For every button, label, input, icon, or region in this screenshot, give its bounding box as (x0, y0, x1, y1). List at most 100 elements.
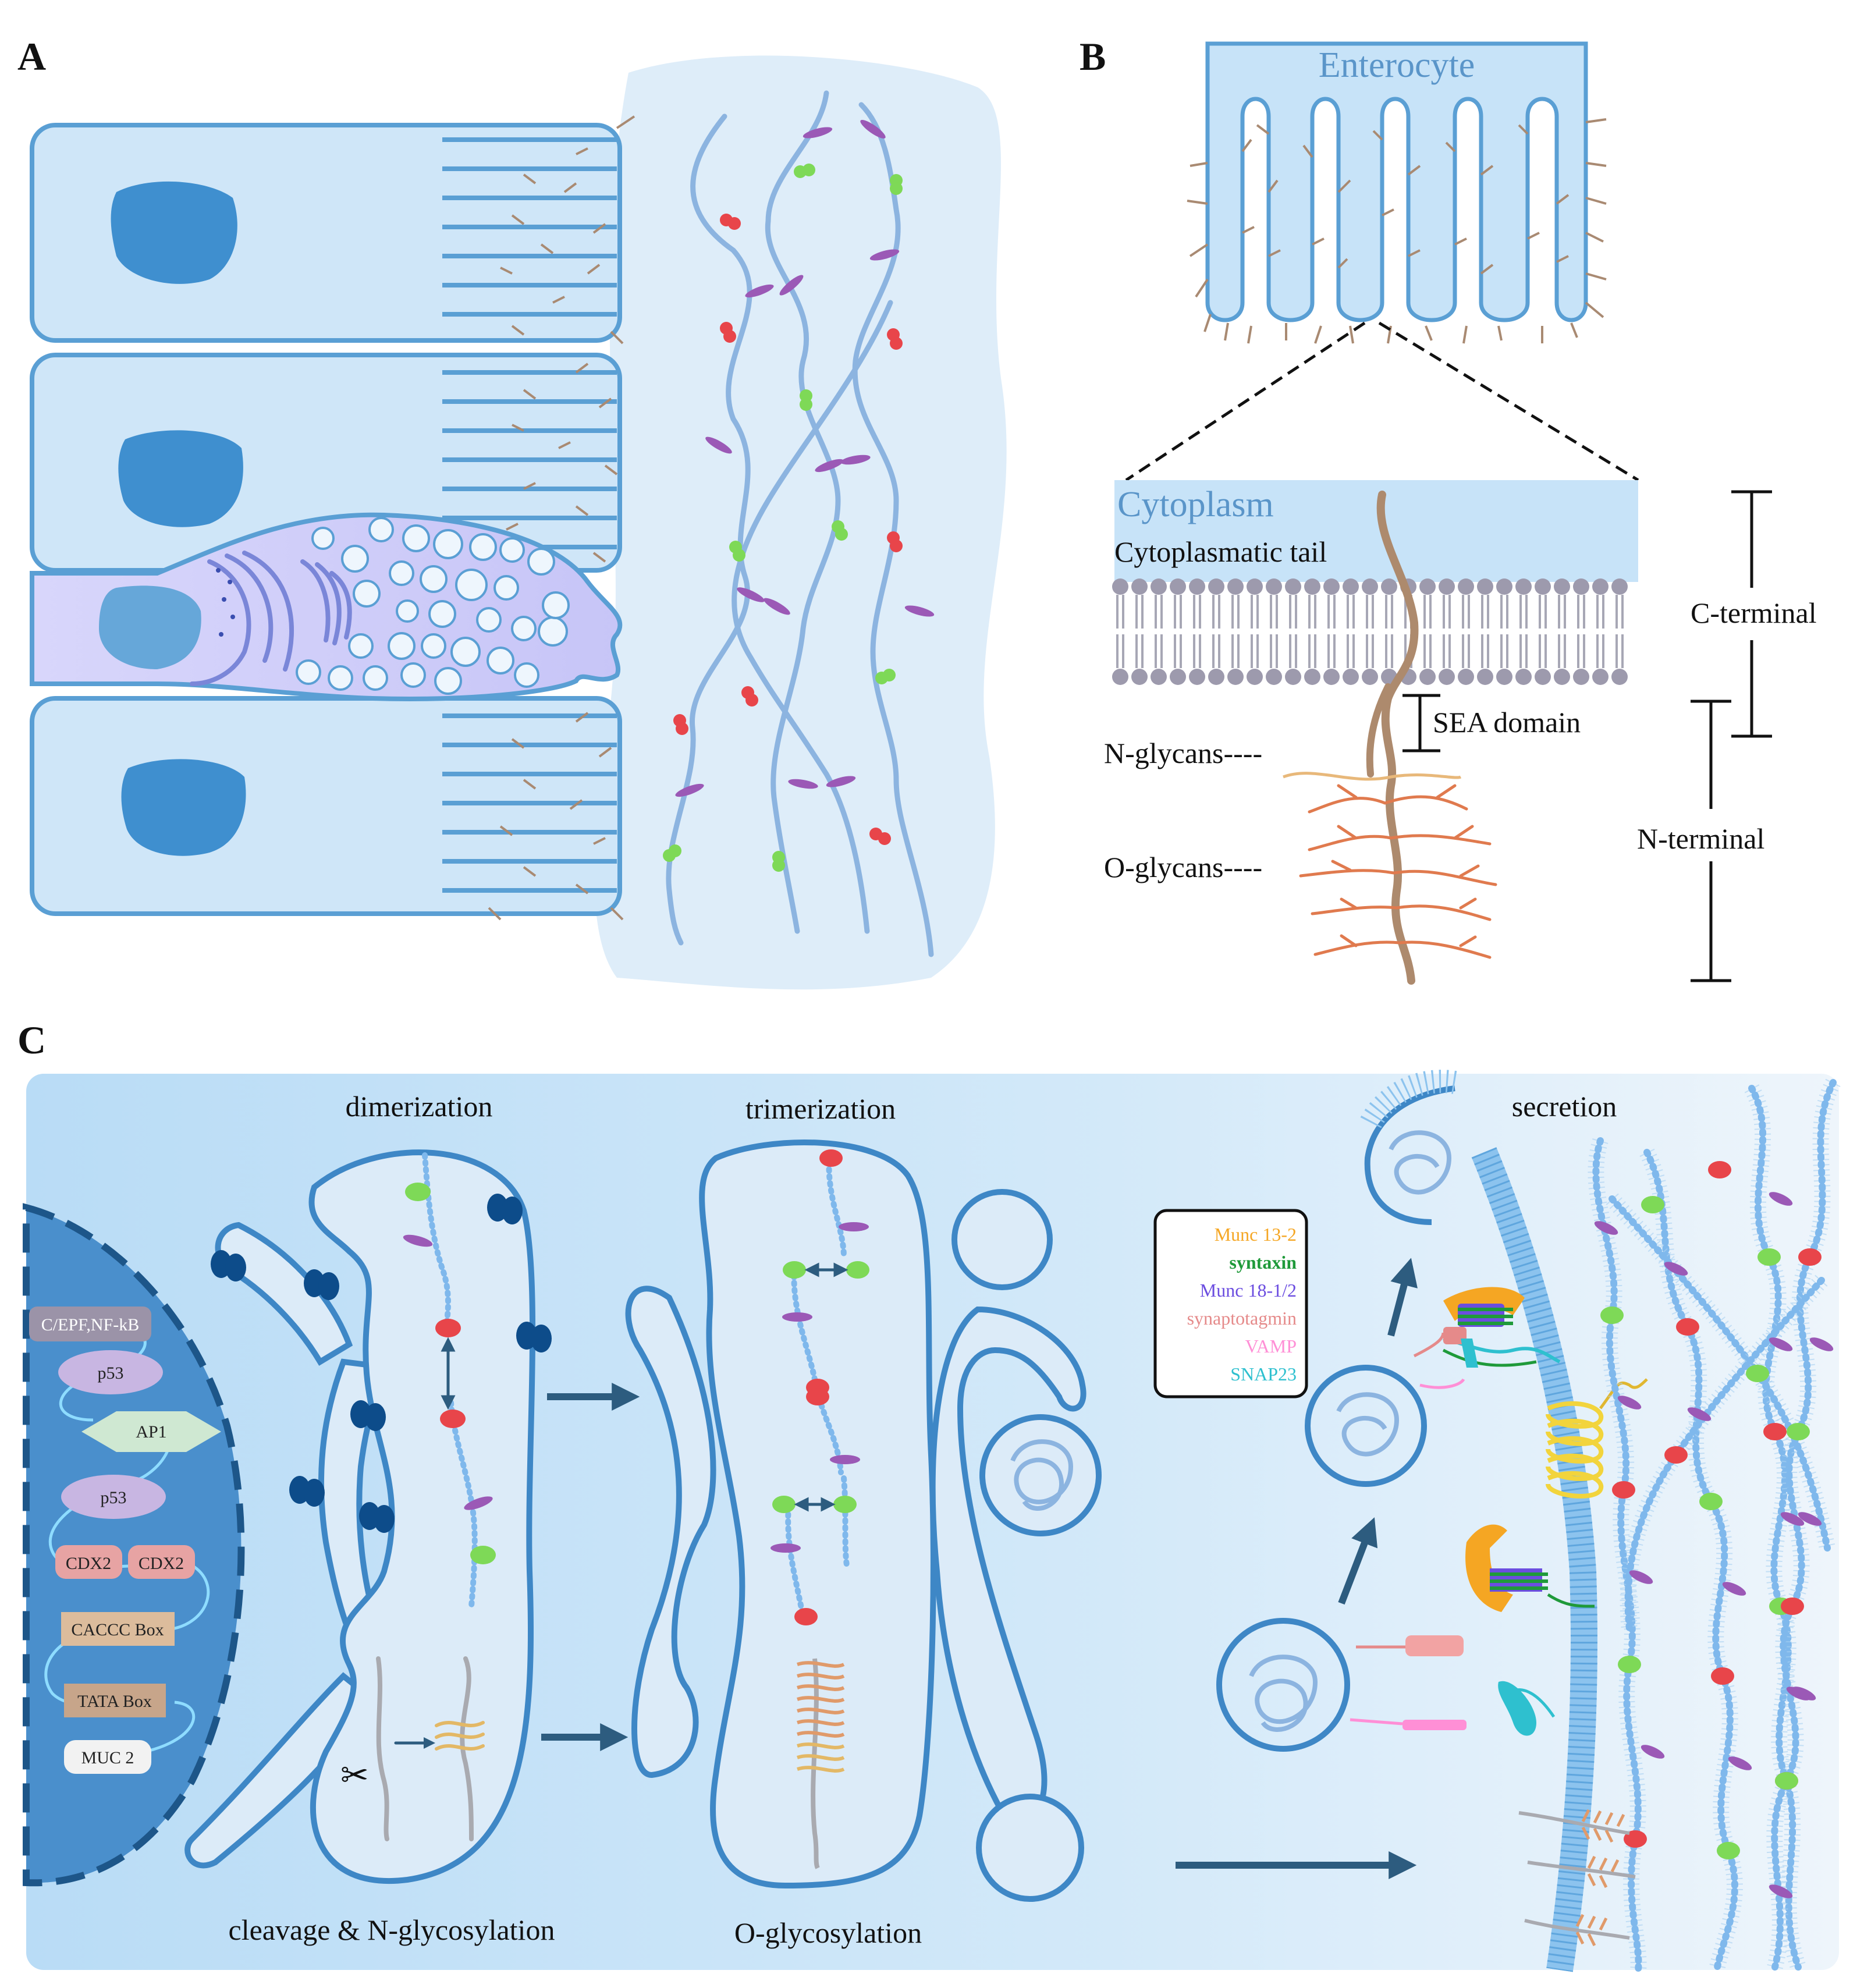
panel-a-letter: A (17, 34, 46, 79)
lipid-tail (1385, 634, 1393, 668)
mucin-glycan-purple (1728, 1756, 1752, 1770)
plasma-membrane-stripes (1471, 1147, 1597, 1972)
mucin-glycans-purple (675, 120, 935, 797)
mucin-glycans-green (663, 164, 903, 872)
mucin-strand (1748, 1085, 1802, 1971)
lipid-head (1477, 578, 1493, 595)
lipid-tail (1596, 634, 1604, 668)
microvilli (442, 137, 617, 893)
lipid-tail (1539, 634, 1547, 668)
lipid-tail (1174, 595, 1182, 629)
lipid-head (1611, 669, 1628, 685)
mucin-glycan-dot (1708, 1161, 1731, 1178)
lipid-tail (1443, 595, 1451, 629)
nucleus-2 (118, 430, 243, 527)
lipid-tail (1155, 595, 1163, 629)
goblet-nucleus (99, 585, 201, 669)
lipid-head (1247, 669, 1263, 685)
golgi-trans-cisterna (929, 1306, 1086, 1823)
lipid-head (1131, 578, 1148, 595)
tf-cdx2-1 (55, 1545, 122, 1579)
transmembrane-helix-protein (1546, 1378, 1648, 1499)
lipid-head (1343, 578, 1359, 595)
mucin-glycan-dot (1787, 1423, 1810, 1440)
lipid-head (1419, 578, 1436, 595)
mucin-tangles (1010, 1130, 1452, 1732)
lipid-tail (1596, 595, 1604, 629)
svg-text:CDX2: CDX2 (139, 1554, 184, 1573)
lipid-tail (1539, 595, 1547, 629)
golgi-stacks (625, 1139, 1102, 1902)
sea-domain-label: SEA domain (1433, 706, 1581, 739)
lipid-tail (1385, 595, 1393, 629)
lipid-head (1573, 578, 1589, 595)
lipid-head (1573, 669, 1589, 685)
lipid-head (1208, 669, 1224, 685)
lipid-tail (1615, 595, 1624, 629)
lipid-head (1151, 578, 1167, 595)
lipid-head (1227, 578, 1244, 595)
scissors-icon: ✂ (340, 1756, 369, 1794)
mucin-glycan-dot (1664, 1446, 1688, 1464)
lipid-head (1439, 578, 1455, 595)
lipid-head (1496, 578, 1512, 595)
lipid-tail (1155, 634, 1163, 668)
lipid-head (1515, 578, 1532, 595)
legend-munc18: Munc 18-1/2 (1200, 1280, 1297, 1301)
lipid-head (1343, 669, 1359, 685)
lipid-head (1304, 578, 1320, 595)
c-terminal-label: C-terminal (1691, 597, 1817, 629)
lipid-head (1592, 578, 1609, 595)
lipid-tail (1116, 634, 1124, 668)
lipid-head (1323, 578, 1340, 595)
mucin-glycan-dot (1641, 1196, 1664, 1213)
legend-snap23: SNAP23 (1230, 1364, 1297, 1384)
svg-text:C/EPF,NF-kB: C/EPF,NF-kB (41, 1315, 140, 1334)
o-glycans-label: O-glycans---- (1104, 851, 1262, 883)
lipid-tail (1615, 634, 1624, 668)
svg-text:AP1: AP1 (136, 1422, 166, 1442)
panel-b: B Enterocyte Cytoplasm Cytoplasmatic tai… (1080, 34, 1817, 985)
lipid-head (1285, 669, 1301, 685)
lipid-head (1496, 669, 1512, 685)
terminal-brackets (1691, 490, 1772, 982)
lipid-tail (1366, 595, 1374, 629)
lipid-tail (1423, 595, 1432, 629)
mucin-glycan-purple (1769, 1192, 1793, 1206)
enterocyte-nuclei (111, 181, 246, 856)
mucin-granule-1 (979, 1414, 1102, 1536)
lipid-head (1208, 578, 1224, 595)
lipid-head (1458, 669, 1474, 685)
snare-complex (1350, 1287, 1595, 1736)
n-glycans-label: N-glycans---- (1104, 737, 1262, 769)
lipid-tail (1443, 634, 1451, 668)
golgi-apparatus (190, 551, 352, 686)
legend-vamp: VAMP (1245, 1336, 1297, 1357)
lipid-head (1189, 578, 1205, 595)
mucin-glycan-dot (1624, 1830, 1647, 1848)
lipid-head (1112, 578, 1128, 595)
mucin-glycan-dot (1781, 1598, 1804, 1615)
mucin-glycan-purple (1629, 1570, 1653, 1584)
golgi-main-cisterna (699, 1139, 936, 1889)
lipid-head (1170, 578, 1186, 595)
lipid-tail (1289, 634, 1297, 668)
lipid-head (1323, 669, 1340, 685)
lipid-head (1266, 578, 1282, 595)
lipid-head (1535, 669, 1551, 685)
mucin-glycan-dot (1676, 1318, 1699, 1336)
lipid-tail (1231, 595, 1240, 629)
lipid-tail (1577, 595, 1585, 629)
stage-trimerization: trimerization (745, 1092, 896, 1125)
glycocalyx-ticks (488, 115, 635, 921)
endoplasmic-reticulum (184, 1149, 536, 1884)
lipid-tail (1519, 595, 1528, 629)
lipid-tail (1308, 634, 1316, 668)
enterocyte-cell-3 (30, 696, 622, 916)
lipid-head (1131, 669, 1148, 685)
lipid-head (1381, 578, 1397, 595)
trimerization-mucin (771, 1149, 869, 1869)
mucin-glycan-dot (1798, 1248, 1822, 1266)
lipid-head (1227, 669, 1244, 685)
